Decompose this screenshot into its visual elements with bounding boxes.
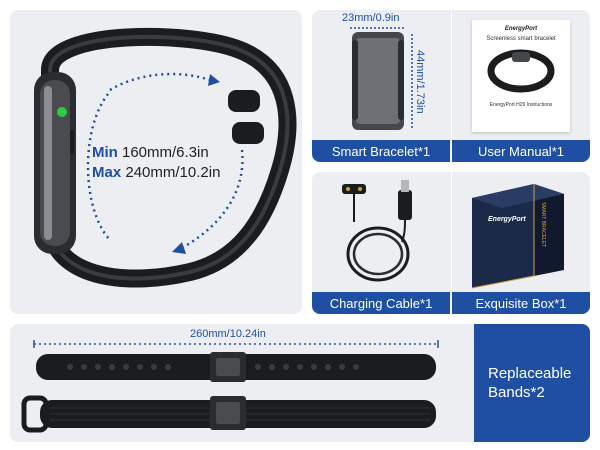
box-side-text: SMART BRACELET bbox=[540, 202, 546, 248]
box-cell: EnergyPort SMART BRACELET bbox=[452, 172, 590, 292]
bands-label: Replaceable Bands*2 bbox=[474, 324, 590, 442]
min-size-text: Min 160mm/6.3in bbox=[92, 144, 209, 161]
charging-cable-illustration bbox=[342, 180, 412, 282]
cable-label: Charging Cable*1 bbox=[312, 292, 450, 314]
manual-subtitle: Screenless smart bracelet bbox=[486, 36, 556, 42]
box-label: Exquisite Box*1 bbox=[452, 292, 590, 314]
tracker-module-illustration bbox=[350, 27, 413, 130]
replaceable-bands-panel: 260mm/10.24in Replaceable Bands*2 bbox=[10, 324, 590, 442]
bracelet-size-panel: Min 160mm/6.3in Max 240mm/10.2in bbox=[10, 10, 302, 314]
cell-divider bbox=[451, 172, 452, 314]
bracelet-cell: 23mm/0.9in 44mm/1.73in bbox=[312, 10, 451, 140]
max-size-text: Max 240mm/10.2in bbox=[92, 164, 220, 181]
cell-divider bbox=[451, 10, 452, 162]
manual-booklet: EnergyPort Screenless smart bracelet Ene… bbox=[472, 20, 570, 132]
max-label: Max bbox=[92, 164, 122, 181]
manual-brand: EnergyPort bbox=[504, 26, 538, 32]
min-label: Min bbox=[92, 144, 118, 161]
min-value: 160mm/6.3in bbox=[122, 144, 209, 161]
band-length-dim: 260mm/10.24in bbox=[190, 328, 266, 340]
bands-illustration bbox=[21, 340, 439, 433]
max-value: 240mm/10.2in bbox=[125, 164, 221, 181]
bracelet-width-dim: 23mm/0.9in bbox=[342, 12, 400, 24]
bracelet-manual-panel: 23mm/0.9in 44mm/1.73in EnergyPort Screen… bbox=[312, 10, 590, 162]
bands-label-line1: Replaceable bbox=[488, 365, 572, 382]
cable-cell bbox=[312, 172, 451, 292]
manual-cell: EnergyPort Screenless smart bracelet Ene… bbox=[452, 10, 590, 140]
bands-label-line2: Bands*2 bbox=[488, 384, 545, 401]
cable-box-panel: EnergyPort SMART BRACELET Charging Cable… bbox=[312, 172, 590, 314]
bracelet-loop-illustration bbox=[34, 27, 297, 288]
bracelet-height-dim: 44mm/1.73in bbox=[414, 50, 426, 114]
bracelet-label: Smart Bracelet*1 bbox=[312, 140, 450, 162]
manual-footer: EnergyPort H29 Instructions bbox=[489, 102, 553, 108]
box-brand: EnergyPort bbox=[488, 216, 526, 223]
manual-label: User Manual*1 bbox=[452, 140, 590, 162]
gift-box-illustration bbox=[471, 184, 564, 289]
manual-band-image bbox=[487, 49, 555, 93]
sensor-light-icon bbox=[57, 107, 67, 117]
